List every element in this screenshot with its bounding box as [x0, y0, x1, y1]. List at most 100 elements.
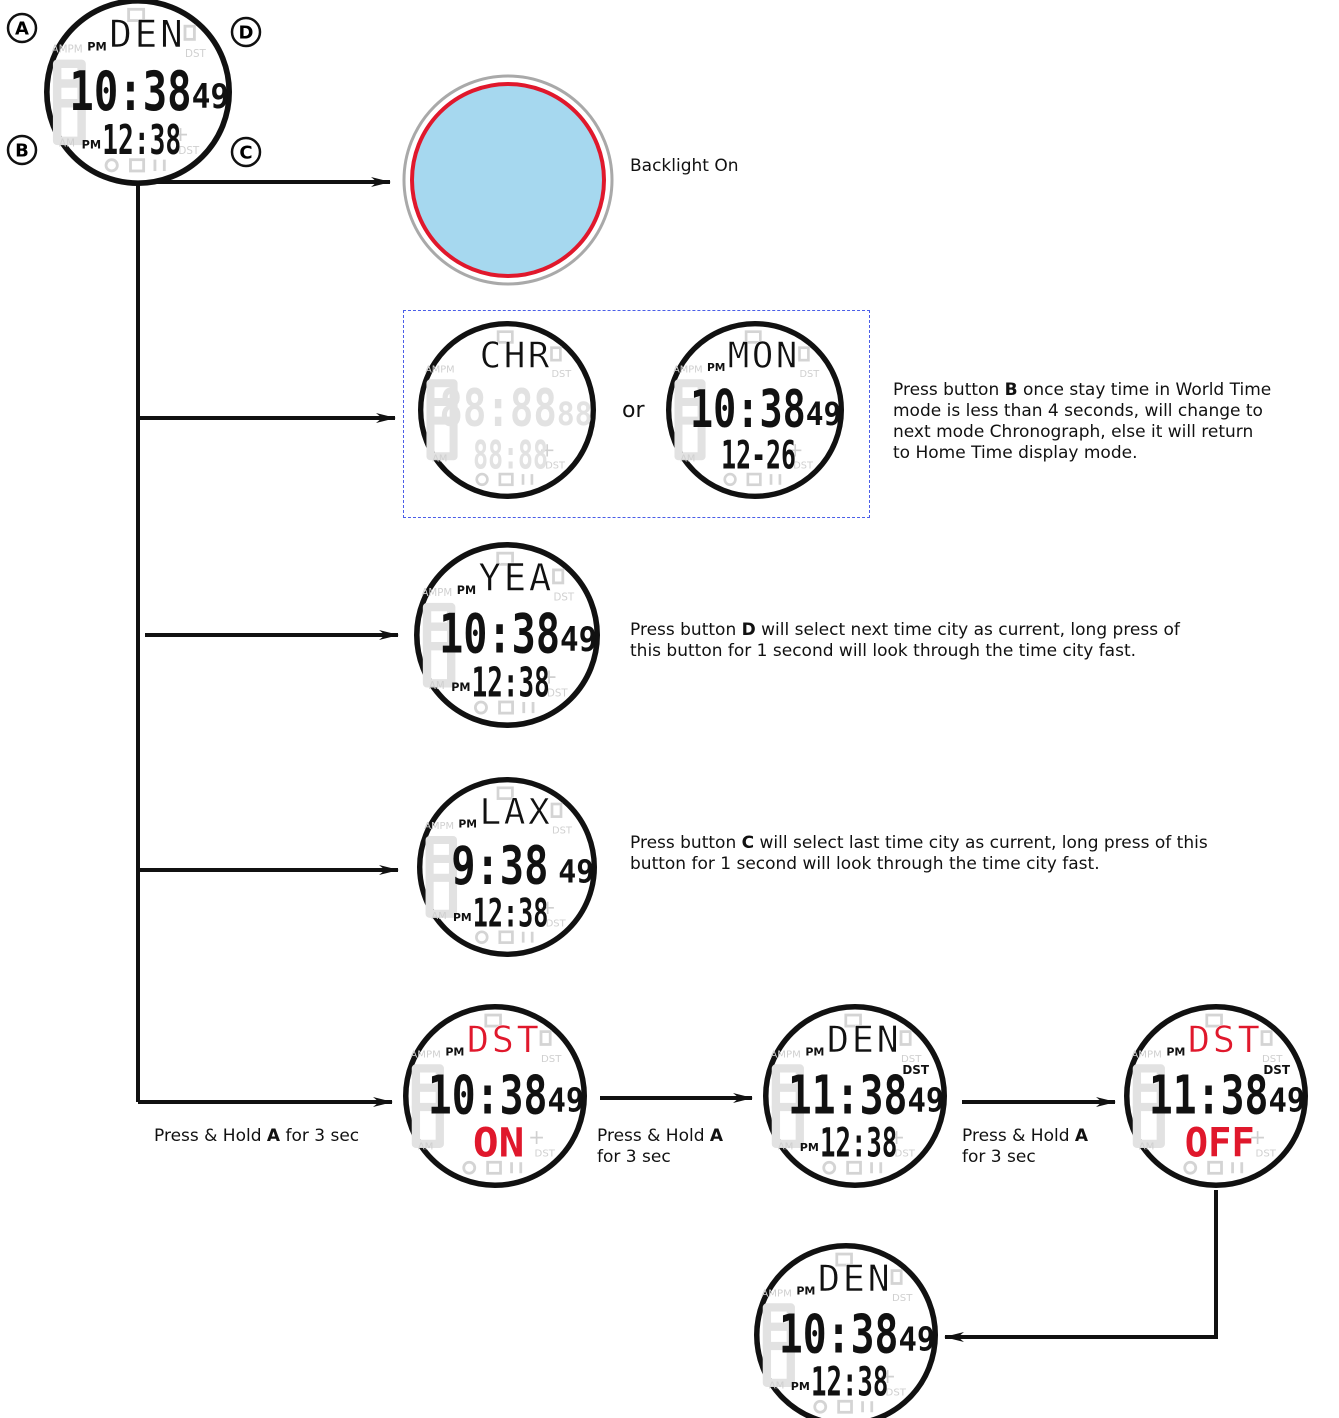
hold-3-line2: for 3 sec: [962, 1147, 1036, 1167]
button-d-label: D: [239, 23, 254, 44]
hold-3-key: A: [1074, 1126, 1089, 1146]
city-code: MON: [728, 335, 800, 376]
city-code: DST: [1188, 1018, 1263, 1061]
button-c-caption: Press button C will select last time cit…: [630, 833, 1310, 875]
hold-caption-2: Press & Hold A for 3 sec: [597, 1126, 723, 1168]
pm-indicator-top: PM: [707, 361, 725, 374]
button-a-label: A: [15, 19, 29, 40]
sub-display: OFF: [1185, 1119, 1255, 1167]
pm-indicator-top: PM: [805, 1046, 824, 1059]
pm-indicator-top: PM: [458, 817, 477, 830]
backlight-caption-text: Backlight On: [630, 156, 739, 176]
ghost-seconds: 88: [557, 395, 593, 433]
main-time: 10:38: [69, 59, 191, 123]
b-caption-line3: next mode Chronograph, else it will retu…: [893, 422, 1254, 442]
dst-indicator: DST: [1263, 1063, 1291, 1077]
connector-lines: [136, 155, 1218, 1342]
seconds: 49: [1268, 1081, 1305, 1120]
city-code: CHR: [480, 335, 552, 376]
sub-display: 12:38: [473, 890, 549, 936]
button-b-label: B: [15, 141, 29, 162]
pm-indicator-top: PM: [796, 1285, 815, 1298]
button-c-marker: [230, 136, 262, 168]
sub-display: 12:38: [820, 1119, 897, 1167]
main-time: 11:38: [788, 1063, 908, 1126]
ghost-main-digits: 88:88: [439, 379, 556, 439]
or-label: or: [622, 398, 645, 423]
sub-display: 12:38: [102, 116, 181, 164]
sub-display: ON: [473, 1119, 525, 1167]
b-caption-pre: Press button: [893, 380, 1005, 400]
chrono-options-box: [403, 310, 870, 518]
button-c-label: C: [239, 143, 252, 164]
pm-indicator-bottom: PM: [453, 911, 472, 924]
button-d-caption: Press button D will select next time cit…: [630, 620, 1290, 662]
b-caption-line4: to Home Time display mode.: [893, 443, 1138, 463]
hold-1-key: A: [266, 1126, 281, 1146]
seconds: 49: [907, 1081, 944, 1120]
dst-indicator: DST: [902, 1063, 930, 1077]
pm-indicator-top: PM: [457, 584, 476, 597]
c-caption-line2: button for 1 second will look through th…: [630, 854, 1100, 874]
b-caption-line2: mode is less than 4 seconds, will change…: [893, 401, 1263, 421]
pm-indicator-bottom: PM: [451, 681, 470, 694]
pm-indicator-bottom: PM: [791, 1380, 810, 1393]
city-code: DEN: [109, 12, 185, 56]
main-time: 10:38: [428, 1063, 548, 1126]
main-time: 9:38: [451, 837, 548, 897]
hold-2-line2: for 3 sec: [597, 1147, 671, 1167]
city-code: LAX: [479, 792, 552, 833]
hold-caption-1: Press & Hold A for 3 sec: [154, 1126, 359, 1147]
backlight-caption: Backlight On: [630, 156, 739, 177]
button-b-marker: [6, 134, 38, 166]
b-caption-post: once stay time in World Time: [1017, 380, 1272, 400]
sub-display: 12:38: [472, 658, 550, 706]
backlight-face: [402, 74, 614, 286]
pm-indicator-top: PM: [87, 41, 106, 54]
main-time: 10:38: [779, 1302, 899, 1365]
button-labels: A D B C: [6, 12, 262, 168]
city-code: YEA: [479, 555, 555, 599]
seconds: 49: [547, 1081, 584, 1120]
seconds: 49: [560, 620, 597, 659]
button-a-marker: [6, 12, 38, 44]
pm-indicator-bottom: PM: [800, 1141, 819, 1154]
city-code: DEN: [827, 1018, 902, 1061]
c-caption-post: will select last time city as current, l…: [754, 833, 1208, 853]
seconds: 49: [558, 852, 594, 890]
d-caption-pre: Press button: [630, 620, 742, 640]
button-b-caption: Press button B once stay time in World T…: [893, 380, 1333, 464]
sub-display: 12-26: [721, 434, 796, 479]
seconds: 49: [192, 77, 230, 116]
hold-1-pre: Press & Hold: [154, 1126, 267, 1146]
return-line: [944, 1190, 1218, 1342]
b-caption-key: B: [1004, 380, 1018, 400]
hold-caption-3: Press & Hold A for 3 sec: [962, 1126, 1088, 1168]
d-caption-key: D: [741, 620, 756, 640]
city-code: DEN: [818, 1257, 893, 1300]
c-caption-pre: Press button: [630, 833, 742, 853]
d-caption-line2: this button for 1 second will look throu…: [630, 641, 1137, 661]
hold-3-pre: Press & Hold: [962, 1126, 1075, 1146]
ghost-sub-digits: 88:88: [473, 434, 548, 479]
pm-indicator-top: PM: [445, 1046, 464, 1059]
main-time: 10:38: [690, 380, 806, 440]
main-time: 10:38: [439, 603, 560, 666]
hold-1-post: for 3 sec: [280, 1126, 360, 1146]
hold-2-key: A: [709, 1126, 724, 1146]
seconds: 49: [806, 395, 842, 433]
d-caption-post: will select next time city as current, l…: [755, 620, 1180, 640]
button-d-marker: [230, 16, 262, 48]
c-caption-key: C: [741, 833, 755, 853]
main-time: 11:38: [1149, 1063, 1269, 1126]
